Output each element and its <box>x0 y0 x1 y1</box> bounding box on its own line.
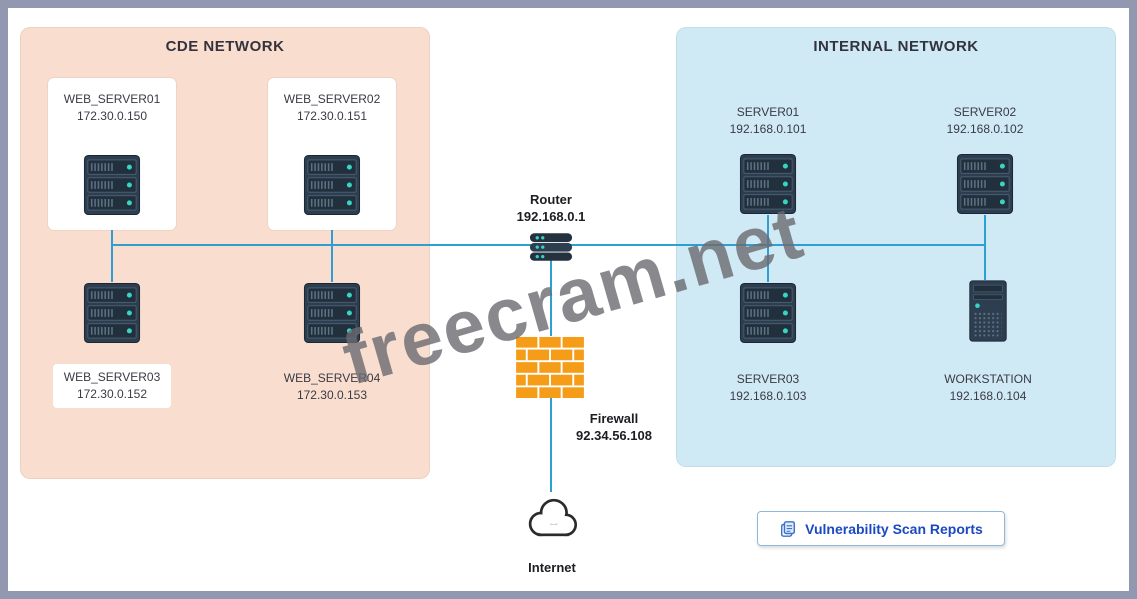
node-name: WEB_SERVER04 <box>283 371 381 385</box>
server-icon <box>303 282 361 344</box>
line-webserver02-drop <box>331 230 333 282</box>
node-name: WEB_SERVER03 <box>63 370 161 384</box>
node-name: WEB_SERVER02 <box>283 92 381 106</box>
node-ip: 192.168.0.101 <box>729 122 807 136</box>
report-icon <box>779 520 797 538</box>
server-icon <box>303 154 361 216</box>
firewall-label: Firewall 92.34.56.108 <box>549 410 679 444</box>
line-webserver01-drop <box>111 230 113 282</box>
node-name: SERVER01 <box>736 105 800 119</box>
router-icon <box>529 232 573 262</box>
node-web-server04-label: WEB_SERVER04 172.30.0.153 <box>267 370 397 404</box>
node-ip: 172.30.0.153 <box>296 388 368 402</box>
node-ip: 192.168.0.102 <box>946 122 1024 136</box>
node-web-server01: WEB_SERVER01 172.30.0.150 <box>48 78 176 230</box>
router-name: Router <box>530 192 572 207</box>
line-server01-drop <box>767 215 769 282</box>
router-label: Router 192.168.0.1 <box>486 191 616 225</box>
node-ip: 172.30.0.150 <box>76 109 148 123</box>
vulnerability-scan-reports-label: Vulnerability Scan Reports <box>805 520 983 537</box>
node-ip: 172.30.0.151 <box>296 109 368 123</box>
cde-network-title: CDE NETWORK <box>165 38 285 55</box>
workstation-icon <box>965 278 1011 344</box>
firewall-name: Firewall <box>589 411 639 426</box>
server-icon <box>739 282 797 344</box>
node-server02-label: SERVER02 192.168.0.102 <box>920 104 1050 138</box>
firewall-ip: 92.34.56.108 <box>576 428 652 443</box>
node-ip: 192.168.0.103 <box>729 389 807 403</box>
node-web-server03-label: WEB_SERVER03 172.30.0.152 <box>53 364 171 408</box>
cloud-icon <box>519 492 585 543</box>
line-server02-drop <box>984 215 986 280</box>
internal-network-title: INTERNAL NETWORK <box>813 38 979 55</box>
node-ip: 172.30.0.152 <box>76 387 148 401</box>
node-name: SERVER03 <box>736 372 800 386</box>
node-name: WEB_SERVER01 <box>63 92 161 106</box>
internet-label: Internet <box>528 560 576 575</box>
router-ip: 192.168.0.1 <box>516 209 586 224</box>
server-icon <box>739 153 797 215</box>
node-server03-label: SERVER03 192.168.0.103 <box>703 371 833 405</box>
node-ip: 192.168.0.104 <box>949 389 1027 403</box>
vulnerability-scan-reports-button[interactable]: Vulnerability Scan Reports <box>757 511 1005 546</box>
server-icon <box>83 154 141 216</box>
node-name: WORKSTATION <box>944 372 1032 386</box>
firewall-icon <box>515 336 585 398</box>
node-server01-label: SERVER01 192.168.0.101 <box>703 104 833 138</box>
node-name: SERVER02 <box>953 105 1017 119</box>
node-workstation-label: WORKSTATION 192.168.0.104 <box>913 371 1063 405</box>
server-icon <box>956 153 1014 215</box>
server-icon <box>83 282 141 344</box>
internal-network-panel <box>676 27 1116 467</box>
node-web-server02: WEB_SERVER02 172.30.0.151 <box>268 78 396 230</box>
